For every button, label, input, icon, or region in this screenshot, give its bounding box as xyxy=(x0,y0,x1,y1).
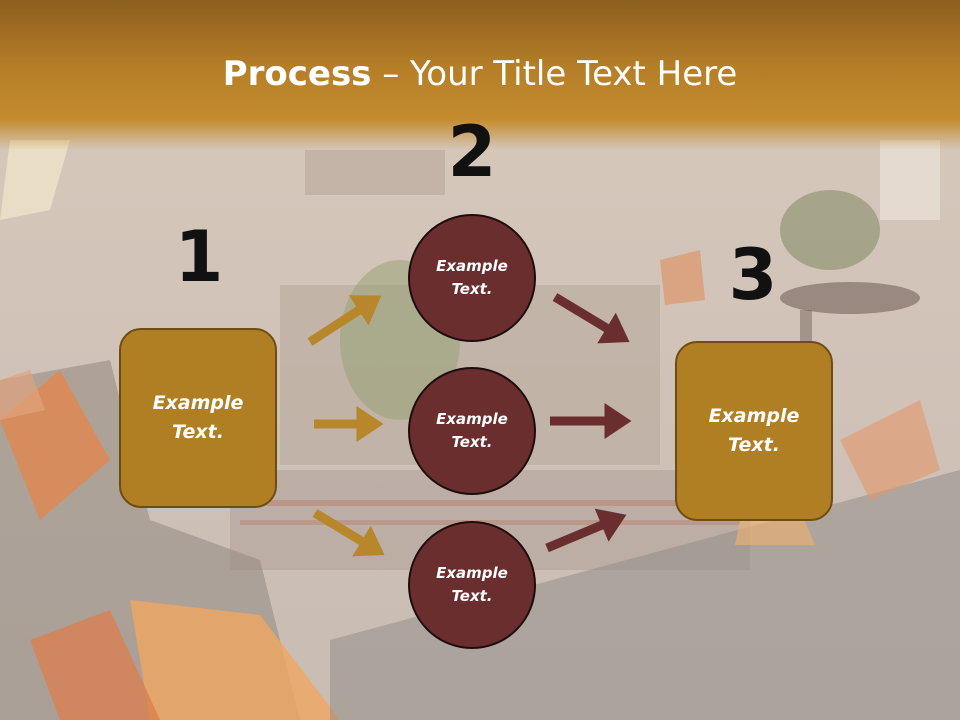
arrow-gold-down xyxy=(312,509,385,557)
title-rest: – Your Title Text Here xyxy=(371,54,738,94)
arrow-maroon-up xyxy=(545,508,627,553)
arrow-maroon-down xyxy=(552,293,630,344)
step-3-box: Example Text. xyxy=(675,341,833,521)
step-2-circle-bottom: Example Text. xyxy=(408,521,536,649)
step-1-box: Example Text. xyxy=(119,328,277,508)
title-bold: Process xyxy=(222,54,372,94)
step-number-1: 1 xyxy=(174,216,224,298)
slide-title: Process – Your Title Text Here xyxy=(0,52,960,96)
step-number-3: 3 xyxy=(728,234,778,316)
step-2-circle-top: Example Text. xyxy=(408,214,536,342)
arrow-gold-up xyxy=(307,295,382,346)
title-bar xyxy=(0,0,960,150)
step-number-2: 2 xyxy=(447,111,497,193)
step-2-circle-middle: Example Text. xyxy=(408,367,536,495)
